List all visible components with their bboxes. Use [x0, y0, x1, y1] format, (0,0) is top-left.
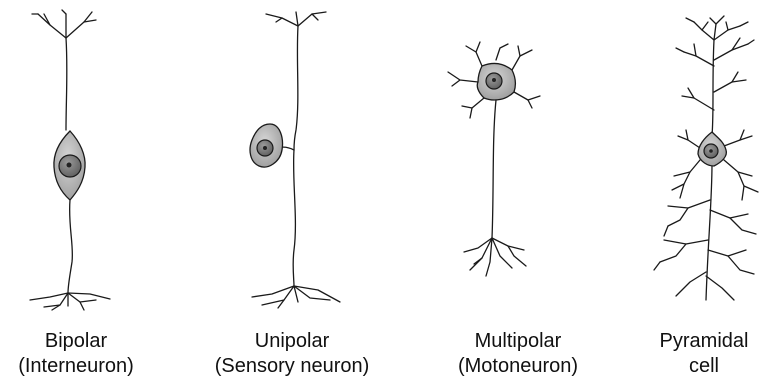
label-unipolar-line2: (Sensory neuron) — [198, 354, 386, 379]
unipolar-neuron — [250, 12, 340, 308]
bipolar-dendrites — [32, 10, 96, 130]
bipolar-axon — [30, 200, 110, 310]
label-bipolar: Bipolar (Interneuron) — [0, 329, 152, 379]
label-bipolar-line1: Bipolar — [0, 329, 152, 354]
label-multipolar: Multipolar (Motoneuron) — [430, 329, 606, 379]
multipolar-nucleolus — [492, 78, 496, 82]
label-multipolar-line2: (Motoneuron) — [430, 354, 606, 379]
pyramidal-axon — [654, 164, 756, 300]
label-unipolar: Unipolar (Sensory neuron) — [198, 329, 386, 379]
bipolar-neuron — [30, 10, 110, 310]
pyramidal-apical-dendrite — [676, 16, 754, 136]
multipolar-axon — [464, 100, 526, 276]
pyramidal-nucleolus — [709, 149, 713, 153]
pyramidal-neuron — [654, 16, 758, 300]
label-pyramidal-line1: Pyramidal — [640, 329, 768, 354]
label-unipolar-line1: Unipolar — [198, 329, 386, 354]
label-bipolar-line2: (Interneuron) — [0, 354, 152, 379]
label-multipolar-line1: Multipolar — [430, 329, 606, 354]
label-pyramidal-line2: cell — [640, 354, 768, 379]
multipolar-neuron — [448, 42, 540, 276]
unipolar-nucleolus — [263, 146, 267, 150]
bipolar-nucleolus — [67, 163, 72, 168]
label-pyramidal: Pyramidal cell — [640, 329, 768, 379]
